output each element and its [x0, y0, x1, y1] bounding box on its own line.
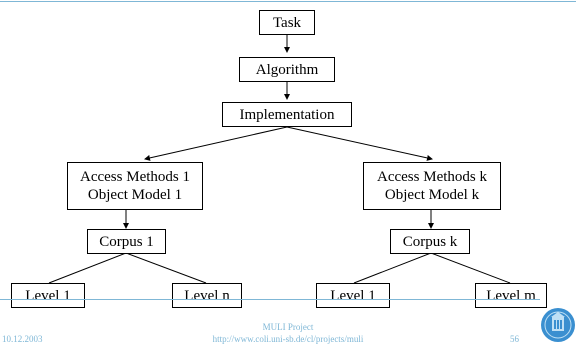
node-level-m-label: Level m	[486, 287, 536, 304]
line-corpus1-level1	[48, 252, 127, 284]
footer-url: http://www.coli.uni-sb.de/cl/projects/mu…	[212, 334, 364, 344]
line-corpusk-levelm	[430, 252, 511, 284]
node-level-1-left-label: Level 1	[25, 287, 71, 304]
node-implementation: Implementation	[222, 102, 352, 127]
node-access-methods-1: Access Methods 1 Object Model 1	[67, 162, 203, 210]
node-level-1-left: Level 1	[11, 283, 85, 308]
line-corpus1-leveln	[125, 252, 207, 284]
arrow-implementation-access1	[144, 126, 288, 161]
bottom-rule	[0, 299, 540, 300]
node-level-m: Level m	[475, 283, 547, 308]
top-rule	[0, 1, 576, 2]
node-level-n-label: Level n	[184, 287, 230, 304]
node-object-model-k-line2: Object Model k	[384, 187, 480, 203]
arrow-implementation-accessk	[286, 126, 433, 161]
node-implementation-label: Implementation	[239, 106, 335, 123]
university-seal-icon	[541, 308, 575, 342]
node-access-methods-1-line1: Access Methods 1	[80, 169, 190, 185]
footer-date: 10.12.2003	[2, 334, 43, 344]
node-level-1-right-label: Level 1	[330, 287, 376, 304]
footer-project: MULI Project	[262, 322, 314, 332]
node-algorithm: Algorithm	[239, 57, 335, 82]
node-level-1-right: Level 1	[316, 283, 390, 308]
node-task: Task	[259, 10, 315, 35]
node-corpus-1: Corpus 1	[87, 229, 166, 254]
line-corpusk-level1	[353, 252, 432, 284]
node-access-methods-k-line1: Access Methods k	[377, 169, 487, 185]
node-corpus-k-label: Corpus k	[402, 233, 458, 250]
footer-page-number: 56	[510, 334, 519, 344]
node-corpus-k: Corpus k	[390, 229, 470, 254]
node-corpus-1-label: Corpus 1	[99, 233, 154, 250]
node-access-methods-k: Access Methods k Object Model k	[363, 162, 501, 210]
node-level-n: Level n	[172, 283, 242, 308]
node-task-label: Task	[272, 14, 302, 31]
node-algorithm-label: Algorithm	[255, 61, 319, 78]
node-object-model-1-line2: Object Model 1	[87, 187, 183, 203]
